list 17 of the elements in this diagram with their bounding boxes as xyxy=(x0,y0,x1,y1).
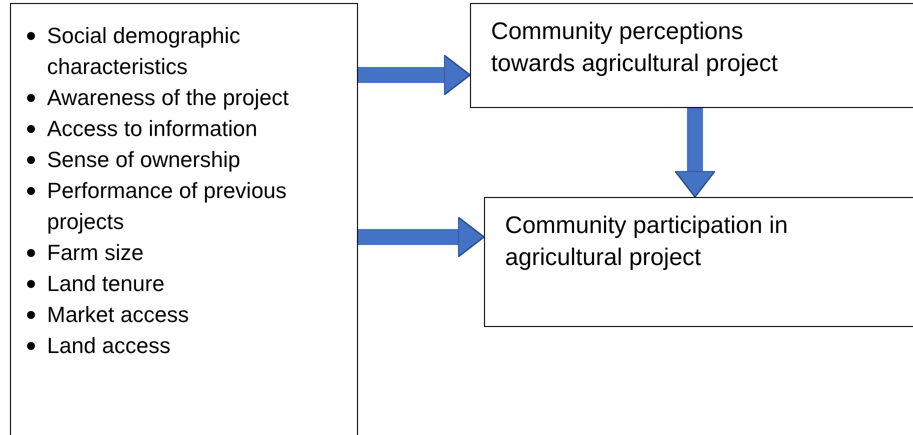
bullet-item: Access to information xyxy=(47,115,258,143)
box-text: Community perceptions towards agricultural project xyxy=(491,17,779,79)
bullet-item: Sense of ownership xyxy=(47,146,242,174)
outcome-box xyxy=(484,197,913,327)
bullet-item: Social demographic characteristics xyxy=(47,22,242,81)
outcome-box xyxy=(470,3,913,108)
factor-list-box xyxy=(10,3,358,435)
box-text: Community participation in agricultural project xyxy=(505,211,789,273)
bullet-item: Market access xyxy=(47,301,190,329)
block-arrow xyxy=(674,108,716,198)
bullet-item: Land tenure xyxy=(47,270,166,298)
bullet-item: Performance of previous projects xyxy=(47,177,288,236)
bullet-item: Land access xyxy=(47,332,172,360)
bullet-item: Farm size xyxy=(47,239,145,267)
block-arrow xyxy=(358,216,485,258)
block-arrow xyxy=(358,54,471,96)
bullet-item: Awareness of the project xyxy=(47,84,290,112)
